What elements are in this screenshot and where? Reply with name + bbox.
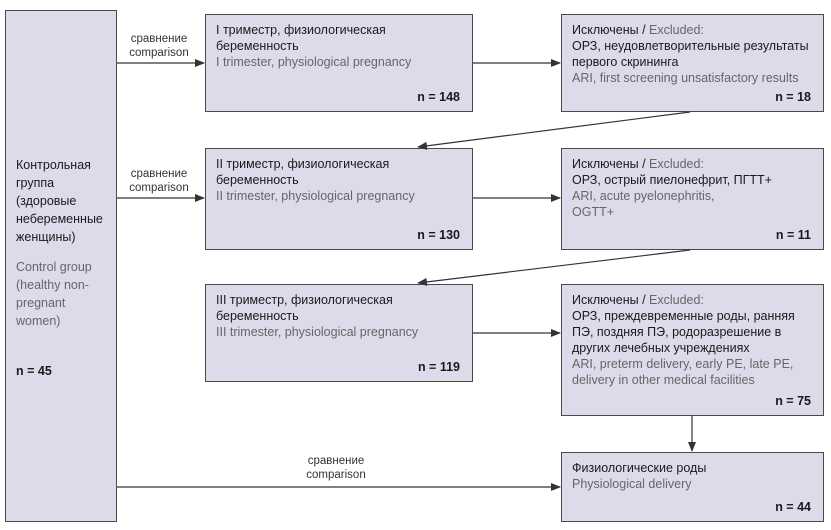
exclusion-1-box: Исключены / Excluded: ОРЗ, неудовлетвори… <box>561 14 824 112</box>
control-group-box: Контрольная группа (здоровые небеременны… <box>5 10 117 522</box>
trimester-3-ru: III триместр, физиологическая беременнос… <box>216 293 393 323</box>
trimester-2-en: II trimester, physiological pregnancy <box>216 189 415 203</box>
trimester-1-n: n = 148 <box>417 90 460 104</box>
trimester-3-box: III триместр, физиологическая беременнос… <box>205 284 473 382</box>
control-group-en: Control group (healthy non-pregnant wome… <box>16 260 92 328</box>
excluded-heading-3: Исключены / Excluded: <box>572 293 704 307</box>
control-group-n: n = 45 <box>16 364 52 378</box>
delivery-n: n = 44 <box>775 500 811 514</box>
exclusion-3-ru: ОРЗ, преждевременные роды, ранняя ПЭ, по… <box>572 309 795 355</box>
exclusion-2-en: ARI, acute pyelonephritis, OGTT+ <box>572 189 715 219</box>
comparison-label-3: сравнение comparison <box>306 455 366 481</box>
delivery-en: Physiological delivery <box>572 477 692 491</box>
exclusion-1-en: ARI, first screening unsatisfactory resu… <box>572 71 799 85</box>
exclusion-3-box: Исключены / Excluded: ОРЗ, преждевременн… <box>561 284 824 416</box>
exclusion-1-n: n = 18 <box>775 90 811 104</box>
delivery-ru: Физиологические роды <box>572 461 707 475</box>
exclusion-3-n: n = 75 <box>775 394 811 408</box>
delivery-box: Физиологические роды Physiological deliv… <box>561 452 824 522</box>
excluded-heading-2: Исключены / Excluded: <box>572 157 704 171</box>
comparison-label-2: сравнение comparison <box>129 168 189 194</box>
control-group-ru: Контрольная группа (здоровые небеременны… <box>16 158 103 244</box>
trimester-3-n: n = 119 <box>417 360 460 374</box>
excluded-heading-1: Исключены / Excluded: <box>572 23 704 37</box>
exclusion-2-ru: ОРЗ, острый пиелонефрит, ПГТТ+ <box>572 173 772 187</box>
trimester-2-ru: II триместр, физиологическая беременност… <box>216 157 390 187</box>
trimester-2-n: n = 130 <box>417 228 460 242</box>
trimester-2-box: II триместр, физиологическая беременност… <box>205 148 473 250</box>
trimester-1-box: I триместр, физиологическая беременность… <box>205 14 473 112</box>
comparison-label-1: сравнение comparison <box>129 33 189 59</box>
exclusion-2-n: n = 11 <box>775 228 811 242</box>
exclusion-3-en: ARI, preterm delivery, early PE, late PE… <box>572 357 794 387</box>
trimester-1-en: I trimester, physiological pregnancy <box>216 55 412 69</box>
arrow-excl1-to-t2 <box>417 111 691 150</box>
trimester-3-en: III trimester, physiological pregnancy <box>216 325 419 339</box>
trimester-1-ru: I триместр, физиологическая беременность <box>216 23 386 53</box>
exclusion-2-box: Исключены / Excluded: ОРЗ, острый пиелон… <box>561 148 824 250</box>
exclusion-1-ru: ОРЗ, неудовлетворительные результаты пер… <box>572 39 809 69</box>
arrow-excl2-to-t3 <box>417 249 691 286</box>
